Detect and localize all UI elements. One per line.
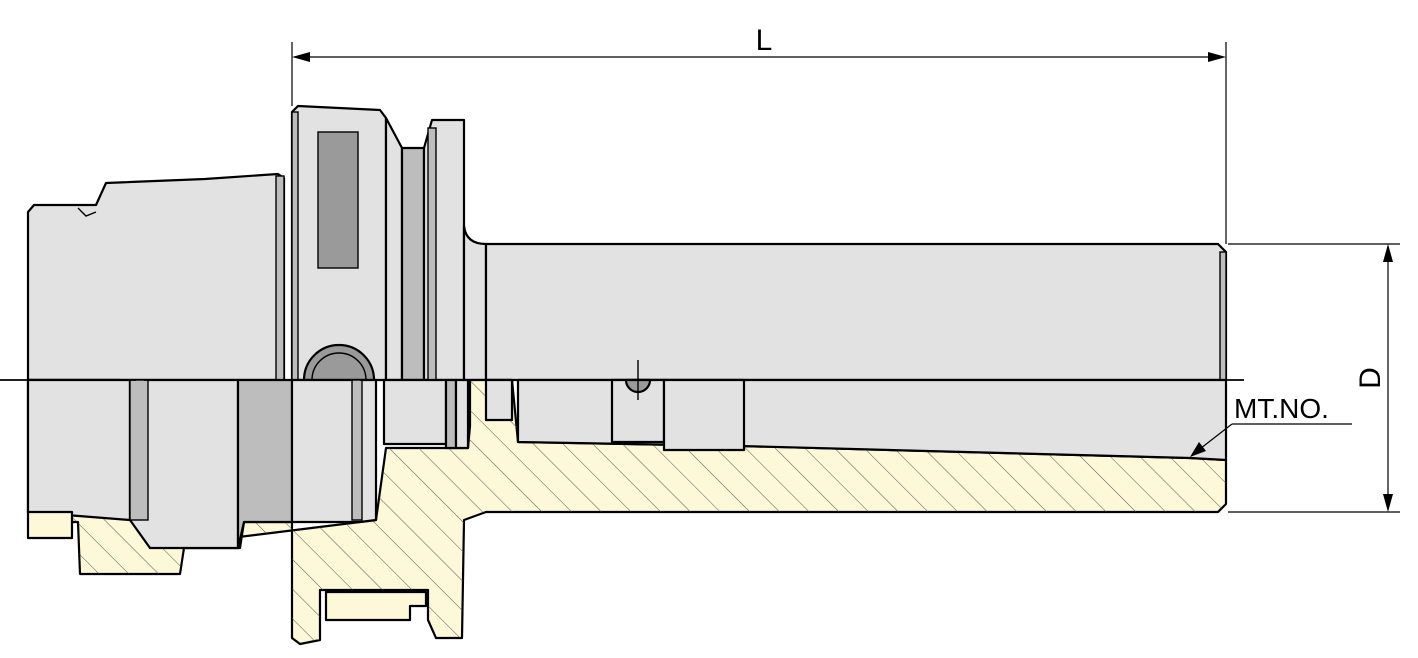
shank-taper (26, 172, 286, 382)
drive-key (302, 343, 376, 382)
passage-3 (454, 378, 470, 450)
passage-1 (382, 378, 448, 446)
bottom-key (324, 590, 428, 622)
groove-bottom (400, 146, 426, 382)
bore-main (236, 378, 294, 550)
bore-rib (351, 379, 363, 521)
passage-4 (484, 378, 514, 422)
extension-body (484, 242, 1228, 382)
callout-taper: MT.NO. (1190, 393, 1352, 457)
dimension-D: D (1228, 243, 1400, 513)
exterior-view (26, 104, 1228, 382)
v-groove-left (384, 116, 404, 382)
section-view (26, 360, 1228, 646)
dimension-L: L (291, 24, 1227, 244)
drive-key-inner (311, 352, 367, 381)
shank-key (26, 510, 74, 540)
section-hatching (28, 380, 1226, 644)
passage-2 (444, 378, 458, 450)
taper-label: MT.NO. (1234, 393, 1329, 424)
shank-rib (275, 175, 285, 381)
orientation-slot (317, 131, 359, 269)
bore-left (26, 378, 132, 522)
taper-slot-right (662, 378, 746, 452)
length-label: L (756, 24, 773, 57)
bore-inner (290, 378, 378, 524)
shank-notch (77, 207, 97, 217)
diameter-label: D (1354, 367, 1387, 389)
bore-step-shade (129, 379, 149, 521)
neck (462, 224, 488, 382)
extension-end (1219, 251, 1227, 381)
groove-flank (427, 127, 437, 381)
flange-edge (291, 111, 299, 381)
